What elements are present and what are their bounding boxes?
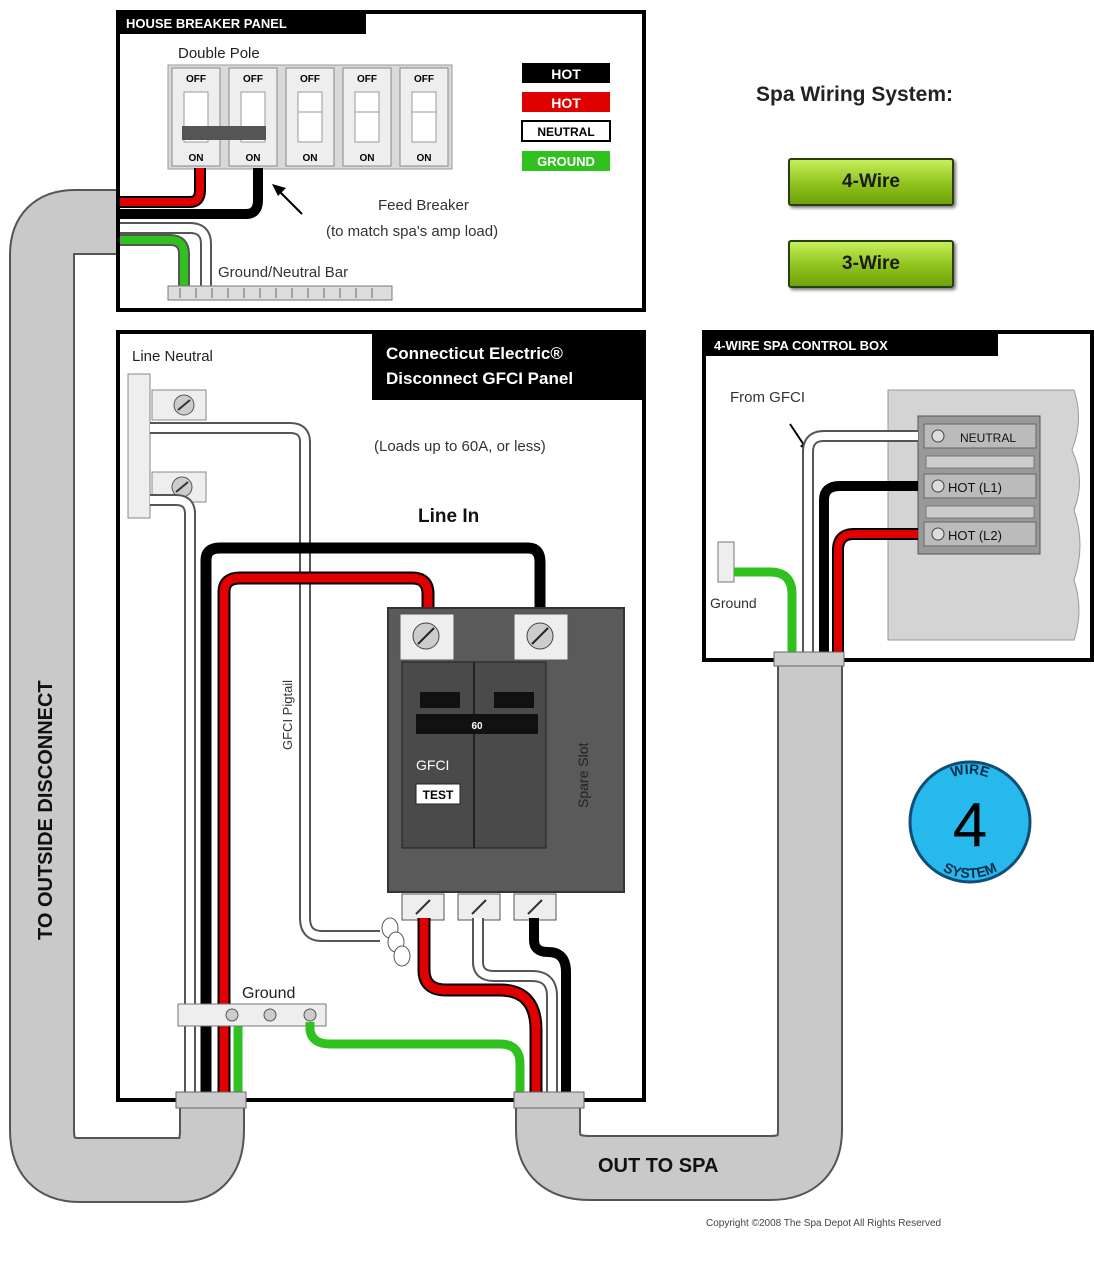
three-wire-button[interactable]: 3-Wire <box>788 240 954 288</box>
breaker-4[interactable]: OFF ON <box>342 67 392 167</box>
breaker-on-label: ON <box>303 153 318 164</box>
legend-hot-black: HOT <box>551 66 581 82</box>
breaker-on-label: ON <box>246 153 261 164</box>
breaker-1[interactable]: OFF ON <box>171 67 221 167</box>
out-to-spa-label: OUT TO SPA <box>598 1155 718 1177</box>
breaker-on-label: ON <box>189 153 204 164</box>
breaker-off-label: OFF <box>186 74 206 85</box>
copyright-text: Copyright ©2008 The Spa Depot All Rights… <box>706 1218 941 1229</box>
feed-breaker-label: Feed Breaker <box>378 197 469 214</box>
gfci-brand-box <box>372 332 644 400</box>
breaker-amp-rating: 60 <box>471 721 483 732</box>
four-wire-button[interactable]: 4-Wire <box>788 158 954 206</box>
spa-terminal-hot-l2: HOT (L2) <box>948 528 1002 543</box>
breaker-5[interactable]: OFF ON <box>399 67 449 167</box>
breaker-off-label: OFF <box>300 74 320 85</box>
legend-hot-red: HOT <box>551 95 581 111</box>
wire-system-badge: WIRE 4 SYSTEM <box>908 760 1032 884</box>
breaker-on-label: ON <box>360 153 375 164</box>
gfci-test-button[interactable] <box>415 783 461 805</box>
line-neutral-terminal <box>127 373 151 519</box>
gfci-brand-line2: Disconnect GFCI Panel <box>386 369 573 388</box>
ground-neutral-bar <box>167 285 393 301</box>
from-gfci-label: From GFCI <box>730 389 805 406</box>
spa-terminal-neutral: NEUTRAL <box>960 431 1016 445</box>
spa-terminal-hot-l1: HOT (L1) <box>948 480 1002 495</box>
gfci-ground-bar <box>177 1003 327 1027</box>
test-label: TEST <box>423 788 454 802</box>
breaker-off-label: OFF <box>414 74 434 85</box>
legend-neutral: NEUTRAL <box>537 125 594 139</box>
breaker-on-label: ON <box>417 153 432 164</box>
badge-number: 4 <box>953 791 987 860</box>
gfci-pigtail-label: GFCI Pigtail <box>280 680 295 750</box>
breaker-handle-right[interactable] <box>494 692 534 708</box>
gfci-loads-label: (Loads up to 60A, or less) <box>374 438 546 455</box>
gfci-label: GFCI <box>416 757 449 773</box>
system-title: Spa Wiring System: <box>756 83 953 106</box>
double-pole-tie-bar <box>182 126 266 140</box>
wire-legend: HOT HOT NEUTRAL GROUND <box>521 63 611 171</box>
breaker-row: OFF ON OFF ON OFF ON OFF ON OFF <box>167 64 453 170</box>
double-pole-label: Double Pole <box>178 45 260 62</box>
house-panel-title: HOUSE BREAKER PANEL <box>126 16 287 31</box>
breaker-handle-left[interactable] <box>420 692 460 708</box>
spa-box-title: 4-WIRE SPA CONTROL BOX <box>714 338 888 353</box>
breaker-3[interactable]: OFF ON <box>285 67 335 167</box>
pigtail-coil <box>381 917 411 967</box>
gfci-ground-label: Ground <box>242 985 295 1002</box>
spare-slot-label: Spare Slot <box>575 743 591 808</box>
breaker-off-label: OFF <box>243 74 263 85</box>
legend-ground: GROUND <box>537 154 595 169</box>
breaker-off-label: OFF <box>357 74 377 85</box>
line-neutral-label: Line Neutral <box>132 348 213 365</box>
ground-neutral-bar-label: Ground/Neutral Bar <box>218 264 348 281</box>
to-outside-disconnect-label: TO OUTSIDE DISCONNECT <box>35 680 57 940</box>
badge-bottom-text: SYSTEM <box>941 859 999 881</box>
spa-ground-label: Ground <box>710 595 757 611</box>
gfci-brand-line1: Connecticut Electric® <box>386 344 563 363</box>
breaker-2[interactable]: OFF ON <box>228 67 278 167</box>
feed-breaker-note: (to match spa's amp load) <box>326 223 498 240</box>
line-in-label: Line In <box>418 506 479 527</box>
